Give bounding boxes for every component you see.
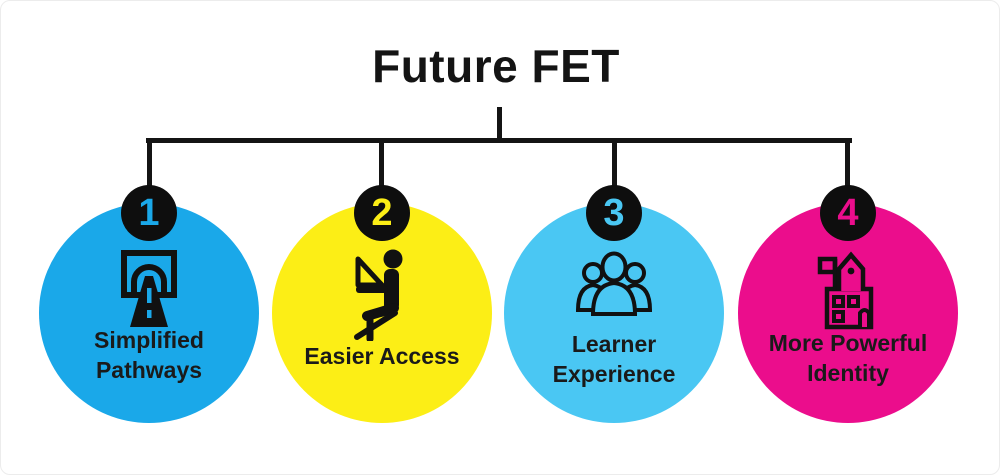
node-circle: Learner Experience [504,203,724,423]
number-badge: 1 [121,185,177,241]
page-title: Future FET [372,40,620,92]
node-circle: More Powerful Identity [738,203,958,423]
node-simplified-pathways: 1 Simplified Pathways [39,185,259,425]
node-easier-access: 2 Easier Access [272,185,492,425]
person-laptop-icon [354,249,403,341]
node-learner-experience: 3 Learner Experience [504,185,724,425]
tree-horizontal-line [146,138,852,143]
badge-number: 2 [371,192,393,234]
number-badge: 4 [820,185,876,241]
tunnel-road-icon [121,250,177,327]
number-badge: 2 [354,185,410,241]
badge-number: 4 [837,192,859,234]
node-more-powerful-identity: 4 More Powerful Iden [738,185,958,425]
tree-branch-line [379,138,384,188]
badge-number: 1 [138,192,160,234]
group-people-icon [575,251,653,316]
badge-number: 3 [603,192,625,234]
node-label: More Powerful Identity [768,330,928,386]
node-circle: Easier Access [272,203,492,423]
node-label: Easier Access [304,343,460,369]
tree-trunk-line [497,107,502,141]
node-label: Learner Experience [552,331,676,387]
tree-branch-line [147,138,152,188]
tree-branch-line [845,138,850,188]
tree-branch-line [612,138,617,188]
number-badge: 3 [586,185,642,241]
node-label: Simplified Pathways [94,327,204,383]
school-building-icon [817,251,874,330]
